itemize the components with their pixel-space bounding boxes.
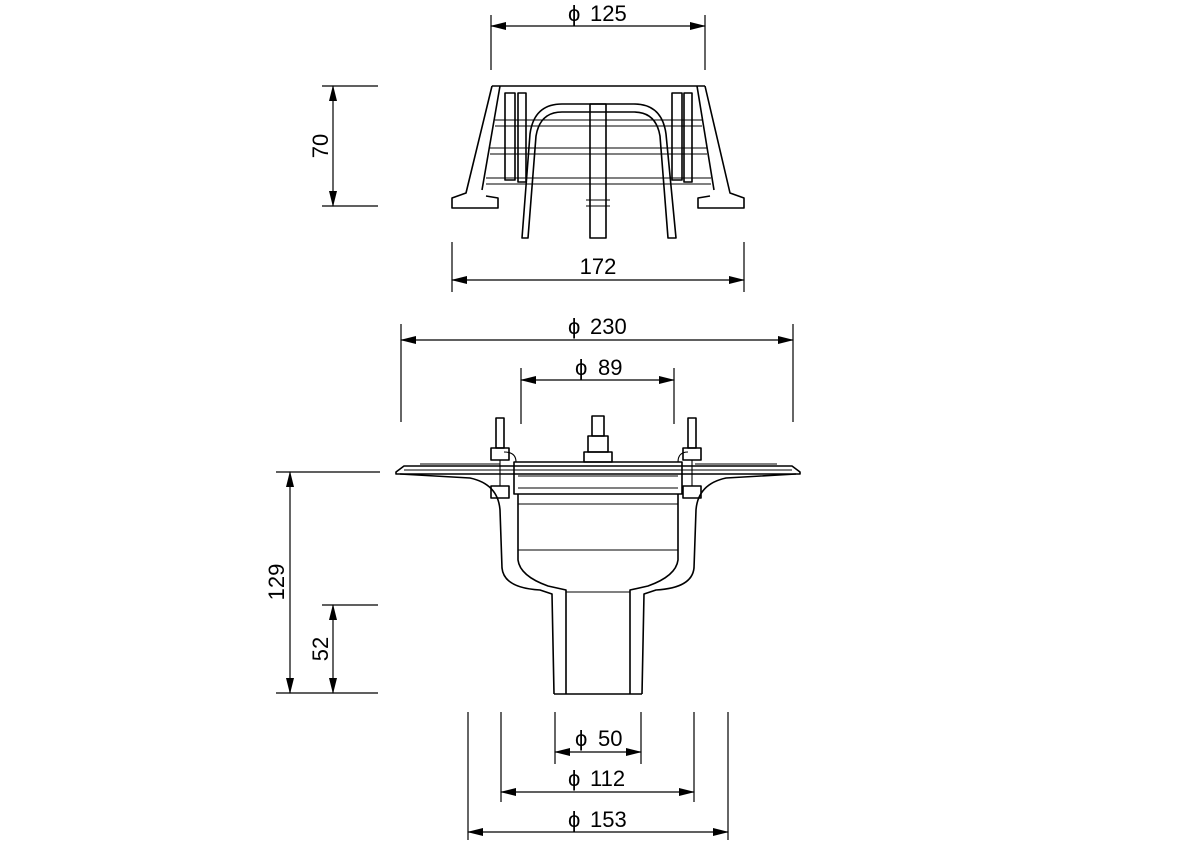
body-height-label: 129 [264,564,289,601]
drain-outline [395,415,801,695]
drain-body-view: ϕ 230 ϕ 89 [264,314,801,840]
diameter-symbol: ϕ [575,355,587,380]
diameter-symbol: ϕ [568,1,580,26]
flange-diameter-label: 230 [590,314,627,339]
clamp-diameter-label: 89 [598,355,622,380]
outlet-height-label: 52 [308,637,333,661]
outlet-diameter-label: 50 [598,726,622,751]
dimension-grate-height: 70 [308,85,378,207]
dimension-clamp-diameter: ϕ 89 [520,355,675,424]
dimension-pipe-diameter: ϕ 112 [500,712,695,802]
diameter-symbol: ϕ [575,726,587,751]
dimension-body-height: 129 [264,471,380,694]
grate-diameter-label: 125 [590,1,627,26]
dimension-flange-diameter: ϕ 230 [400,314,794,422]
grate-width-label: 172 [580,254,617,279]
grate-outline [451,85,745,239]
dimension-grate-diameter: ϕ 125 [490,1,706,70]
diameter-symbol: ϕ [568,766,580,791]
collar-diameter-label: 153 [590,807,627,832]
dimension-grate-width: 172 [451,242,745,292]
dimension-outlet-height: 52 [308,604,378,694]
grate-height-label: 70 [308,134,333,158]
diameter-symbol: ϕ [568,807,580,832]
dimension-outlet-diameter: ϕ 50 [554,712,642,764]
dimension-collar-diameter: ϕ 153 [467,712,729,840]
diameter-symbol: ϕ [568,314,580,339]
pipe-diameter-label: 112 [590,766,625,791]
grate-view: ϕ 125 70 [308,1,745,292]
